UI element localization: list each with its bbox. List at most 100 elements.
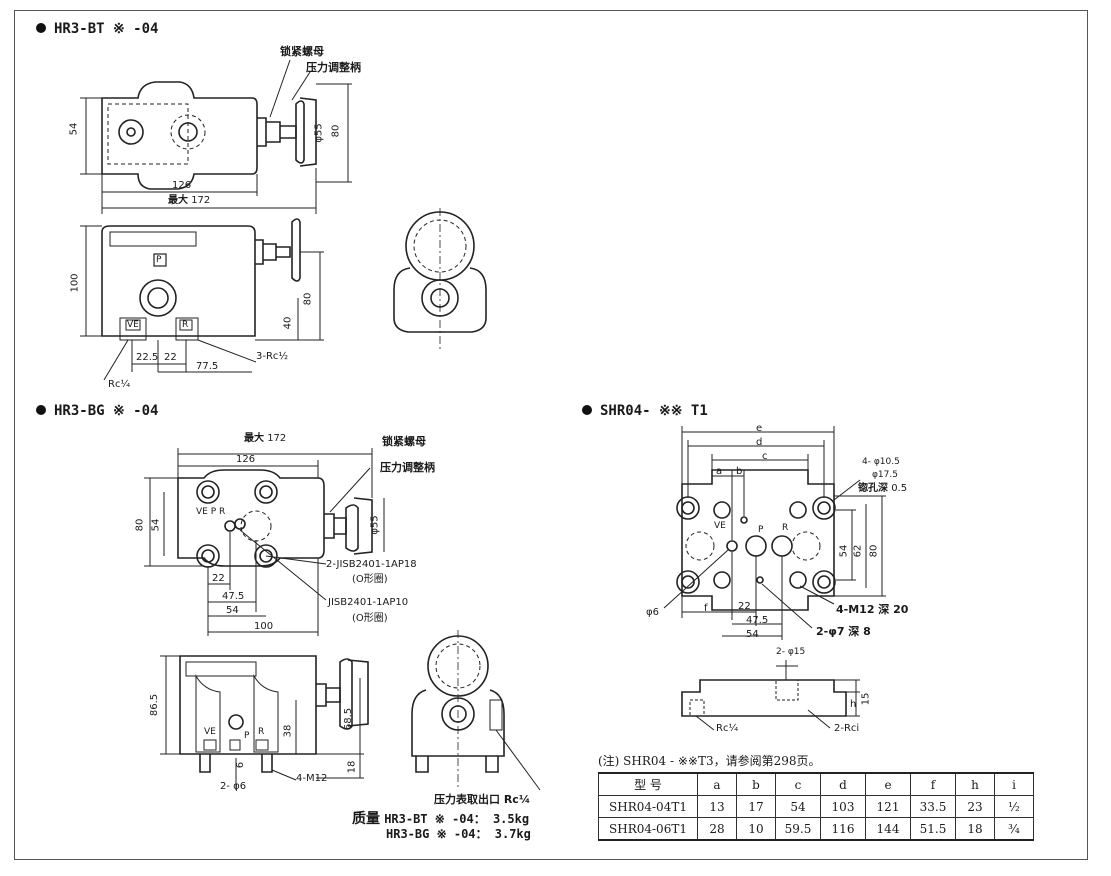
shr-cbore-depth-val: 0.5 — [891, 483, 908, 494]
bt-dim-80-front: 80 — [302, 292, 314, 306]
bg-max-label: 最大 — [244, 433, 264, 444]
table-cell: 10 — [736, 817, 776, 841]
table-cell: 54 — [775, 795, 821, 818]
bg-oring2: JISB2401-1AP10 — [328, 597, 409, 608]
section-title-bt: HR3-BT ※ -04 — [36, 22, 158, 36]
bullet-icon — [36, 405, 46, 415]
table-header-cell: h — [955, 772, 995, 796]
bt-dim-126: 126 — [172, 180, 192, 191]
bg-dim-86-5: 86.5 — [149, 693, 161, 717]
bt-dim-phi55: φ55 — [313, 123, 325, 143]
shr-dim-54b: 54 — [746, 629, 759, 640]
bg-dim-38: 38 — [282, 724, 294, 738]
shr-port-p: P — [758, 525, 764, 535]
bg-thread-4m12: 4-M12 — [296, 773, 328, 784]
shr-dim-22: 22 — [738, 601, 751, 612]
shr-note: (注) SHR04 - ※※T3，请参阅第298页。 — [598, 754, 821, 768]
bt-top-view — [80, 59, 352, 214]
bg-front-view — [160, 655, 369, 790]
spec-table: 型 号 a b c d e f h i SHR04-04T1 13 17 54 … — [598, 772, 1034, 841]
table-cell: SHR04-06T1 — [598, 817, 698, 841]
table-header-cell: 型 号 — [598, 772, 698, 796]
bullet-icon — [582, 405, 592, 415]
bt-port-ve: VE — [127, 320, 139, 330]
bg-dim-22: 22 — [212, 573, 225, 584]
bt-dim-40: 40 — [282, 316, 294, 330]
shr-dim-c: c — [762, 451, 768, 462]
table-cell: 18 — [955, 817, 995, 841]
shr-dim-d: d — [756, 437, 763, 448]
bg-oring1: 2-JISB2401-1AP18 — [326, 559, 417, 570]
table-header-cell: c — [775, 772, 821, 796]
shr-cbore-depth: 锪孔深 0.5 — [858, 484, 907, 494]
bt-handle-label: 压力调整柄 — [306, 61, 361, 74]
shr-rc14: Rc¼ — [716, 723, 739, 734]
bg-dim-6: 6 — [235, 761, 247, 769]
table-cell: 103 — [820, 795, 866, 818]
bg-dim-54b: 54 — [226, 605, 239, 616]
bt-dim-22: 22 — [164, 352, 177, 363]
table-row: SHR04-04T1 13 17 54 103 121 33.5 23 ½ — [598, 795, 1034, 818]
table-cell: ½ — [994, 795, 1034, 818]
table-cell: 51.5 — [910, 817, 956, 841]
shr-dim-b: b — [736, 466, 743, 477]
shr-dim-62: 62 — [852, 544, 864, 558]
shr-cbore-depth-label: 锪孔深 — [858, 483, 888, 494]
table-header-cell: a — [697, 772, 737, 796]
bg-dim-18: 18 — [346, 760, 358, 774]
table-cell: 144 — [865, 817, 911, 841]
table-cell: SHR04-04T1 — [598, 795, 698, 818]
shr-dim-54: 54 — [838, 544, 850, 558]
table-header-row: 型 号 a b c d e f h i — [598, 772, 1034, 796]
bg-oring2-sub: (O形圈) — [352, 613, 388, 624]
shr-port-ve: VE — [714, 521, 726, 531]
table-header-cell: b — [736, 772, 776, 796]
bg-dim-47-5: 47.5 — [222, 591, 245, 602]
table-cell: 28 — [697, 817, 737, 841]
bg-front-port-p: P — [244, 731, 250, 741]
table-cell: 121 — [865, 795, 911, 818]
bt-locknut-label: 锁紧螺母 — [280, 45, 324, 58]
bt-dim-22-5: 22.5 — [136, 352, 159, 363]
bg-gauge-port: 压力表取出口 Rc¼ — [434, 793, 531, 806]
table-header-cell: d — [820, 772, 866, 796]
bg-max-dim: 最大 172 — [244, 434, 286, 444]
shr-thread-4m12: 4-M12 深 20 — [836, 603, 909, 616]
table-cell: 116 — [820, 817, 866, 841]
mass-block: 质量 HR3-BT ※ -04： 3.5kg HR3-BG ※ -04： 3.7… — [352, 812, 531, 842]
table-cell: 13 — [697, 795, 737, 818]
shr-dim-h: h — [850, 699, 857, 710]
bt-max-value: 172 — [191, 195, 211, 206]
mass-line1: HR3-BT ※ -04： 3.5kg — [384, 812, 530, 826]
shr-dim-47-5: 47.5 — [746, 615, 769, 626]
bg-dim-54: 54 — [150, 518, 162, 532]
shr-dim-80: 80 — [868, 544, 880, 558]
bg-locknut-label: 锁紧螺母 — [382, 435, 426, 448]
bt-dim-80: 80 — [330, 124, 342, 138]
shr-dim-f: f — [704, 603, 708, 614]
bg-side-view — [411, 630, 541, 791]
table-row: SHR04-06T1 28 10 59.5 116 144 51.5 18 ¾ — [598, 817, 1034, 841]
table-header-cell: i — [994, 772, 1034, 796]
shr-plate-side-view — [681, 660, 860, 731]
bg-dim-100: 100 — [254, 621, 274, 632]
bg-ports: VE P R — [196, 507, 226, 517]
bt-side-view — [393, 208, 487, 350]
shr-port-r: R — [782, 523, 789, 533]
bg-max-value: 172 — [267, 433, 287, 444]
shr-hole-2phi7: 2-φ7 深 8 — [816, 625, 871, 638]
bg-hole-2phi6: 2- φ6 — [220, 781, 247, 792]
bt-port-r: R — [182, 320, 189, 330]
shr-plate-top-view — [663, 426, 886, 640]
bt-thread-rc14: Rc¼ — [108, 379, 131, 390]
section-title-bt-text: HR3-BT ※ -04 — [54, 21, 159, 37]
bt-dim-54: 54 — [68, 122, 80, 136]
bg-oring1-sub: (O形圈) — [352, 574, 388, 585]
bg-front-port-ve: VE — [204, 727, 216, 737]
table-cell: ¾ — [994, 817, 1034, 841]
bg-front-port-r: R — [258, 727, 265, 737]
bt-max-label: 最大 — [168, 195, 188, 206]
bullet-icon — [36, 23, 46, 33]
section-title-shr: SHR04- ※※ T1 — [582, 404, 708, 418]
